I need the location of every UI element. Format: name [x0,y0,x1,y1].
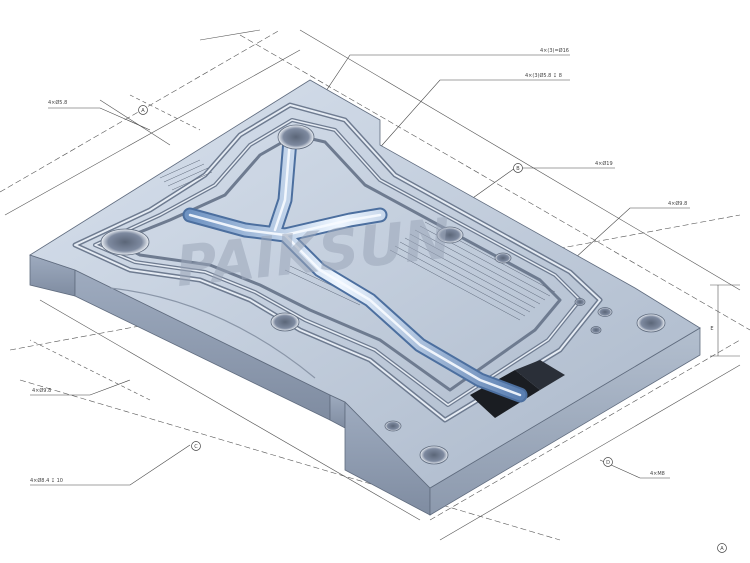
callout-c4: 4×Ø9.8 [668,200,687,207]
mounting-holes [270,226,666,465]
callout-c1: 4×(3)=Ø16 [540,47,569,54]
datum-tag-1: A [141,108,145,114]
hidden-datum-5: E [710,326,713,332]
callout-c6: 4×Ø9.8 [32,387,51,394]
callout-notes: 4×(3)=Ø16 4×(3)Ø5.8 ↧ 8 4×Ø19 4×Ø9.8 4×Ø… [30,47,687,484]
datum-tag-5: E [710,326,713,332]
datum-tag-2: B [516,166,520,172]
hatched-zones [159,159,556,321]
callout-c3: 4×Ø19 [595,160,613,167]
callout-c8: 4×M8 [650,471,665,477]
leader-lines [30,54,690,486]
datum-tags [138,105,727,553]
front-edge-cutout [109,287,316,379]
datum-tag-labels: A B C D A [141,108,724,552]
callout-c2: 4×(3)Ø5.8 ↧ 8 [525,72,562,79]
callout-c5: 4×Ø5.8 [48,99,67,106]
pipe-inlet-boss [277,124,315,150]
pocket-wall [515,360,565,390]
corner-mark: A [720,546,724,552]
datum-tag-3: C [194,444,198,450]
callout-c7: 4×Ø8.4 ↧ 10 [30,477,63,484]
cooling-pipe [182,132,528,403]
pipe-left-boss [100,228,150,256]
datum-tag-4: D [606,460,610,466]
plate-side-faces [29,254,701,516]
